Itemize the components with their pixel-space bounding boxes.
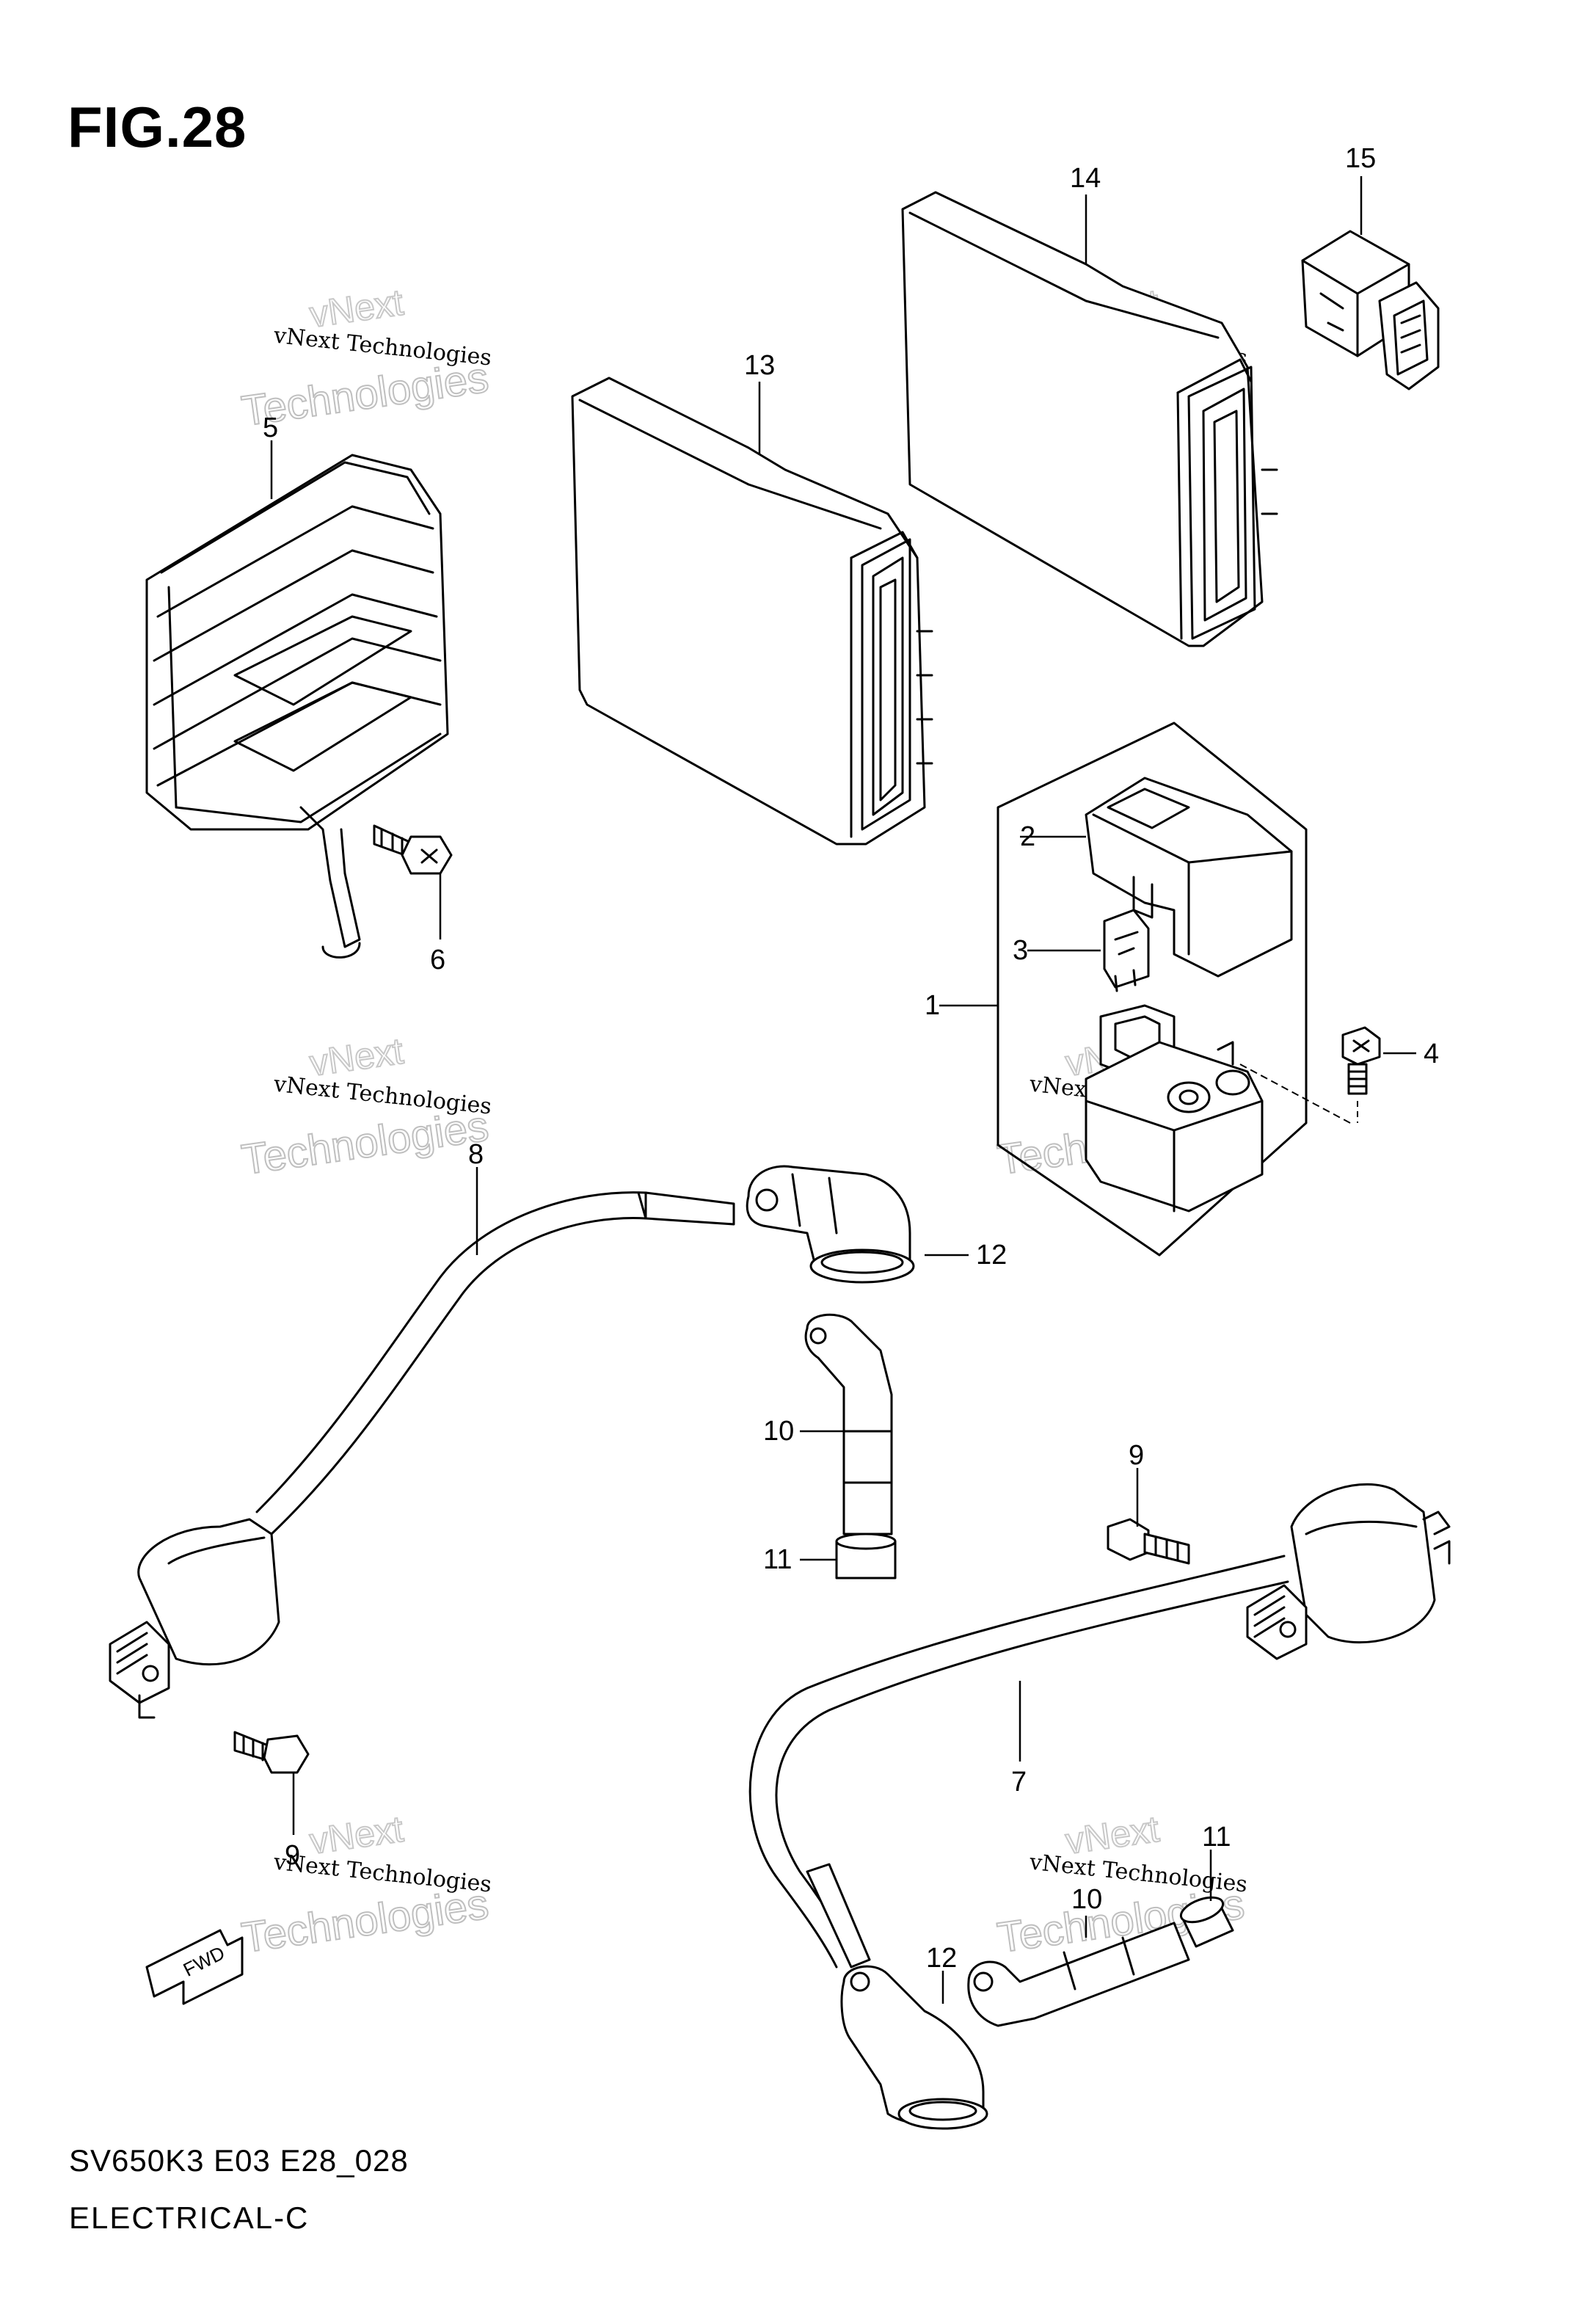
- part-8-ignition-coil[interactable]: [109, 1191, 735, 1719]
- part-13-control-unit[interactable]: [571, 377, 933, 846]
- watermark-label: vNext Technologies: [272, 1850, 492, 1898]
- callout-14: 14: [1070, 163, 1101, 194]
- part-12-plug-cap-lower[interactable]: [840, 1965, 988, 2130]
- callout-7: 7: [1011, 1767, 1027, 1797]
- figure-title: FIG.28: [68, 95, 247, 159]
- callout-15: 15: [1345, 143, 1376, 174]
- part-1-starter-relay-assembly[interactable]: [996, 721, 1308, 1257]
- part-11-cap-upper[interactable]: [835, 1533, 897, 1579]
- callout-10-upper: 10: [763, 1416, 794, 1447]
- part-10-spark-plug-lead-upper[interactable]: [804, 1313, 893, 1535]
- part-15-relay[interactable]: [1301, 230, 1440, 390]
- callout-2: 2: [1020, 821, 1035, 852]
- part-12-plug-cap-upper[interactable]: [746, 1165, 915, 1284]
- part-11-cap-lower[interactable]: [1178, 1893, 1234, 1948]
- callout-4: 4: [1424, 1039, 1439, 1069]
- part-14-control-unit[interactable]: [901, 191, 1278, 647]
- callout-6: 6: [430, 945, 445, 975]
- callout-11-lower: 11: [1202, 1822, 1231, 1853]
- section-name: ELECTRICAL-C: [69, 2200, 310, 2235]
- callout-12-upper: 12: [976, 1240, 1007, 1270]
- callout-12-lower: 12: [926, 1943, 957, 1974]
- callout-13: 13: [744, 350, 775, 381]
- part-3-fuse[interactable]: [1103, 909, 1150, 992]
- part-5-regulator-rectifier[interactable]: [145, 454, 449, 959]
- part-6-bolt[interactable]: [373, 824, 453, 875]
- callout-1: 1: [925, 990, 940, 1021]
- part-2-relay-cover[interactable]: [1085, 777, 1293, 978]
- callout-3: 3: [1013, 935, 1028, 966]
- part-4-screw[interactable]: [1239, 1026, 1381, 1124]
- callout-9-left: 9: [285, 1840, 300, 1871]
- callout-9-right: 9: [1129, 1440, 1144, 1471]
- watermark-label: vNext Technologies: [1027, 1850, 1248, 1898]
- callout-labels: 1 2 3 4 5 6 7 8 9 9 10 10 11 11 12 12 13…: [263, 143, 1439, 1974]
- callout-5: 5: [263, 412, 278, 443]
- fwd-direction-arrow: FWD: [145, 1929, 244, 2005]
- callout-10-lower: 10: [1071, 1884, 1102, 1915]
- diagram-code: SV650K3 E03 E28_028: [69, 2143, 409, 2178]
- part-9-bolt-left[interactable]: [233, 1731, 310, 1774]
- watermark-label: vNext Technologies: [272, 323, 492, 371]
- callout-8: 8: [468, 1139, 484, 1170]
- part-7-ignition-coil[interactable]: [748, 1483, 1451, 1969]
- part-9-bolt-right[interactable]: [1107, 1518, 1190, 1565]
- leader-lines: [270, 176, 1416, 2004]
- callout-11-upper: 11: [763, 1544, 792, 1575]
- starter-relay-body[interactable]: [1085, 1004, 1264, 1213]
- part-10-spark-plug-lead-lower[interactable]: [967, 1922, 1190, 2027]
- watermark-label: vNext Technologies: [272, 1072, 492, 1120]
